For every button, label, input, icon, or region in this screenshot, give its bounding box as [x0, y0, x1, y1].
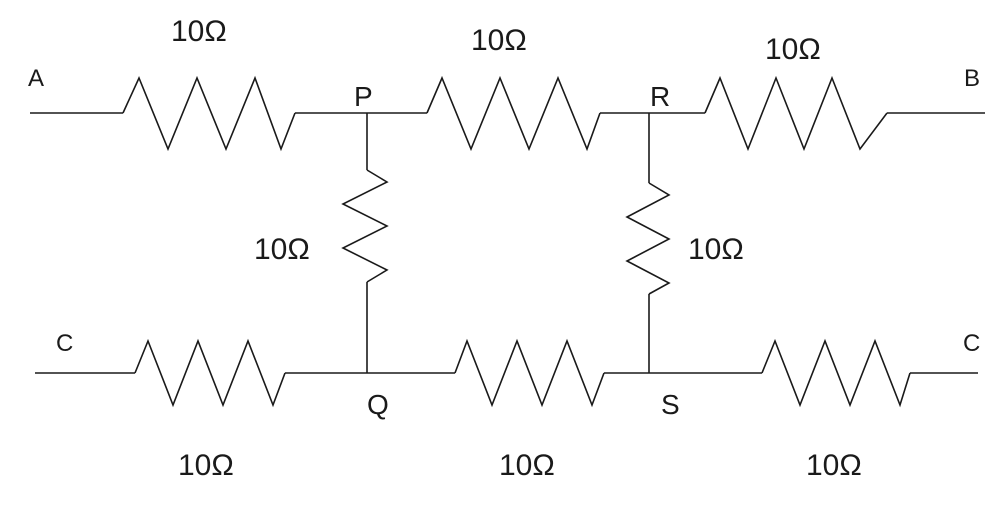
resistor-r-b — [704, 75, 888, 152]
resistor-a-p — [122, 75, 296, 152]
node-label-q: Q — [367, 389, 389, 420]
resistor-p-q — [341, 169, 389, 283]
value-label-r-s: 10Ω — [688, 233, 744, 266]
node-label-p: P — [354, 81, 373, 112]
value-label-s-c: 10Ω — [806, 449, 862, 482]
resistor-c-q — [134, 338, 286, 408]
terminal-label-c-left: C — [56, 330, 73, 357]
value-label-p-r: 10Ω — [471, 24, 527, 57]
resistor-q-s — [454, 338, 605, 408]
value-label-c-q: 10Ω — [178, 449, 234, 482]
node-label-r: R — [650, 81, 670, 112]
value-label-p-q: 10Ω — [254, 233, 310, 266]
terminal-label-c-right: C — [963, 330, 980, 357]
resistor-p-r — [426, 75, 601, 152]
terminal-label-a: A — [28, 65, 44, 92]
value-label-q-s: 10Ω — [499, 449, 555, 482]
value-label-a-p: 10Ω — [171, 15, 227, 48]
node-label-s: S — [661, 389, 680, 420]
resistor-s-c — [761, 338, 911, 408]
value-label-r-b: 10Ω — [765, 33, 821, 66]
resistor-r-s — [625, 182, 671, 295]
terminal-label-b: B — [964, 65, 980, 92]
